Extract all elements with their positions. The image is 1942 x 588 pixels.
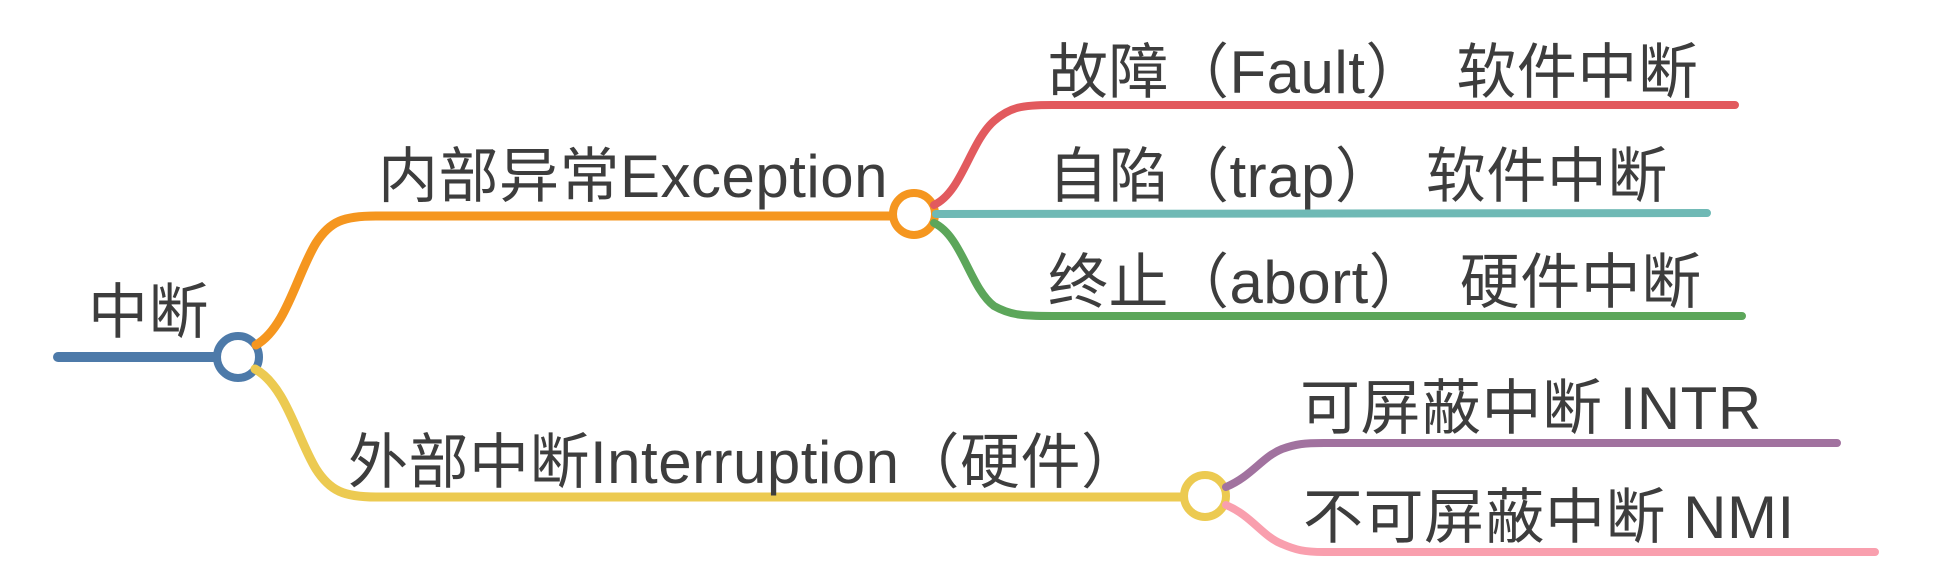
leaf-label-nmi[interactable]: 不可屏蔽中断 NMI bbox=[1303, 484, 1795, 551]
root-node-label[interactable]: 中断 bbox=[88, 279, 209, 346]
root-node-joint[interactable] bbox=[213, 332, 263, 382]
leaf-label-intr[interactable]: 可屏蔽中断 INTR bbox=[1300, 375, 1762, 442]
leaf-line-trap bbox=[932, 209, 1711, 218]
branch-node-joint-external-interruption[interactable] bbox=[1180, 471, 1230, 521]
branch-line-internal-exception bbox=[251, 211, 897, 350]
leaf-line-intr bbox=[1222, 439, 1841, 491]
leaf-label-fault[interactable]: 故障（Fault） 软件中断 bbox=[1048, 39, 1698, 106]
leaf-label-trap[interactable]: 自陷（trap） 软件中断 bbox=[1048, 143, 1668, 210]
branch-node-joint-internal-exception[interactable] bbox=[889, 189, 939, 239]
branch-label-external-interruption[interactable]: 外部中断Interruption（硬件） bbox=[348, 429, 1142, 496]
branch-line-external-interruption bbox=[250, 364, 1187, 502]
leaf-line-fault bbox=[930, 101, 1739, 209]
leaf-label-abort[interactable]: 终止（abort） 硬件中断 bbox=[1048, 249, 1702, 316]
leaf-line-abort bbox=[930, 219, 1746, 320]
branch-label-internal-exception[interactable]: 内部异常Exception bbox=[378, 143, 888, 210]
leaf-line-nmi bbox=[1222, 501, 1879, 556]
